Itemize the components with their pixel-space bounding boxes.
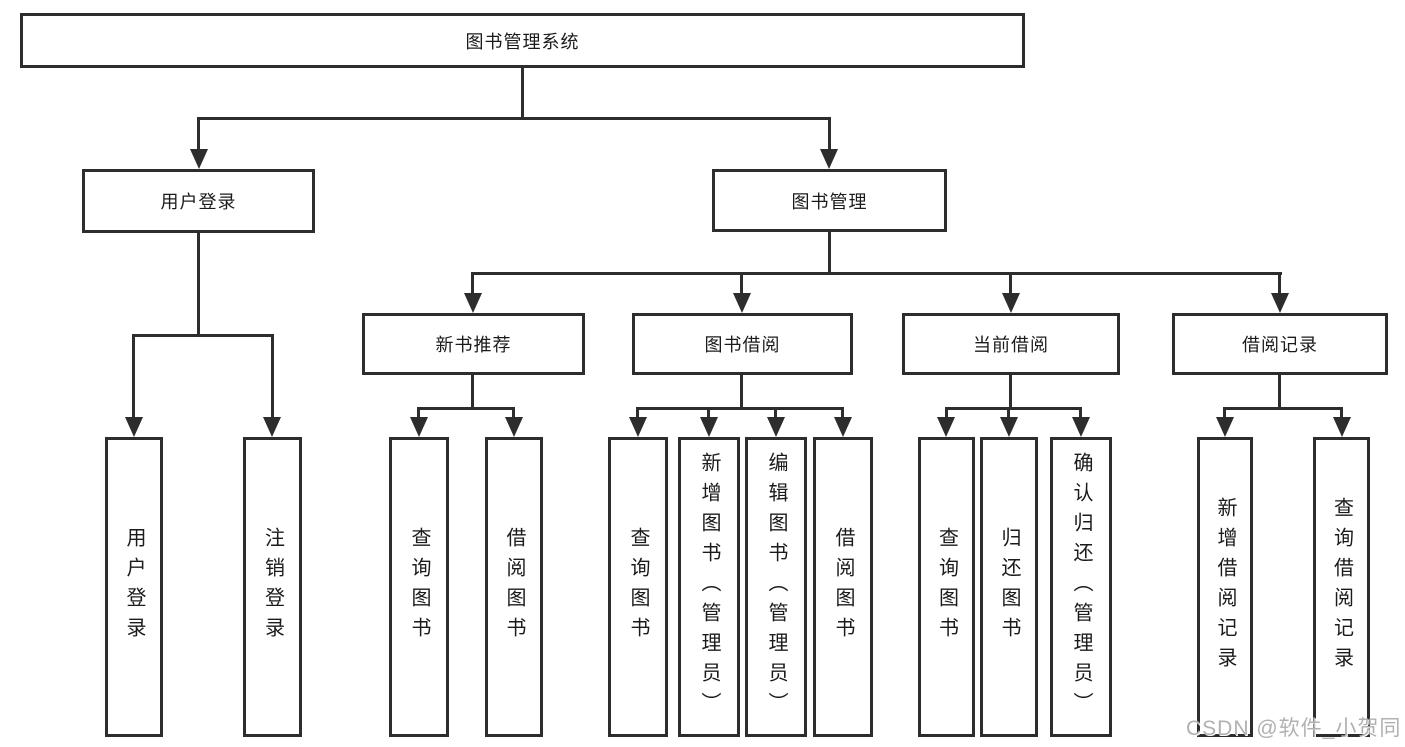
connector-arrowhead — [1072, 417, 1090, 437]
connector-arrowhead — [937, 417, 955, 437]
connector-arrowhead — [700, 417, 718, 437]
connector-vline — [1009, 272, 1012, 294]
node-label: 新书推荐 — [435, 335, 512, 355]
connector-vline — [512, 407, 515, 418]
connector-vline — [828, 230, 831, 275]
connector-arrowhead — [820, 149, 838, 169]
connector-vline — [1278, 272, 1281, 294]
connector-arrowhead — [1271, 293, 1289, 313]
connector-vline — [945, 407, 948, 418]
connector-hline — [471, 272, 1282, 275]
connector-vline — [1340, 407, 1343, 418]
connector-vline — [417, 407, 420, 418]
node-label: 注销登录 — [261, 527, 284, 647]
connector-hline — [197, 117, 831, 120]
connector-vline — [197, 231, 200, 335]
node-return-books: 归还图书 — [980, 437, 1038, 737]
node-query-books-recommendation: 查询图书 — [389, 437, 449, 737]
connector-arrowhead — [263, 417, 281, 437]
node-book-borrowing: 图书借阅 — [632, 313, 853, 375]
node-logout: 注销登录 — [243, 437, 302, 737]
node-label: 新增借阅记录 — [1214, 497, 1236, 677]
connector-vline — [740, 373, 743, 410]
connector-hline — [636, 407, 844, 410]
node-user-login: 用户登录 — [82, 169, 315, 233]
node-borrowing-records: 借阅记录 — [1172, 313, 1388, 375]
connector-arrowhead — [410, 417, 428, 437]
node-borrow-books-recommendation: 借阅图书 — [485, 437, 543, 737]
node-label: 查询图书 — [627, 527, 649, 647]
connector-arrowhead — [1216, 417, 1234, 437]
node-borrow-books: 借阅图书 — [813, 437, 873, 737]
connector-vline — [471, 272, 474, 294]
node-confirm-return-admin: 确认归还（管理员） — [1050, 437, 1112, 737]
connector-vline — [1079, 407, 1082, 418]
node-label: 查询借阅记录 — [1330, 497, 1353, 677]
node-query-books-current: 查询图书 — [918, 437, 975, 737]
node-label: 确认归还（管理员） — [1070, 452, 1092, 722]
node-current-borrowing: 当前借阅 — [902, 313, 1120, 375]
node-label: 图书管理 — [791, 191, 868, 212]
connector-vline — [1278, 373, 1281, 410]
connector-vline — [841, 407, 844, 418]
node-add-books-admin: 新增图书（管理员） — [678, 437, 740, 737]
connector-arrowhead — [1002, 293, 1020, 313]
connector-vline — [521, 66, 524, 117]
node-label: 编辑图书（管理员） — [765, 452, 787, 722]
connector-vline — [197, 117, 200, 150]
node-label: 当前借阅 — [973, 335, 1049, 355]
node-label: 归还图书 — [998, 527, 1020, 647]
node-user-login-leaf: 用户登录 — [105, 437, 163, 737]
connector-vline — [636, 407, 639, 418]
connector-arrowhead — [767, 417, 785, 437]
node-label: 新增图书（管理员） — [698, 452, 720, 722]
connector-arrowhead — [733, 293, 751, 313]
connector-vline — [828, 117, 831, 150]
node-query-borrow-record: 查询借阅记录 — [1313, 437, 1370, 737]
connector-arrowhead — [464, 293, 482, 313]
connector-arrowhead — [190, 149, 208, 169]
connector-vline — [132, 334, 135, 418]
node-label: 借阅图书 — [503, 527, 525, 647]
node-new-book-recommendation: 新书推荐 — [362, 313, 585, 375]
node-library-management-system: 图书管理系统 — [20, 13, 1025, 68]
connector-arrowhead — [505, 417, 523, 437]
node-label: 用户登录 — [160, 192, 237, 212]
connector-hline — [132, 334, 274, 337]
node-label: 查询图书 — [935, 527, 958, 647]
node-book-management: 图书管理 — [712, 169, 947, 232]
node-label: 用户登录 — [123, 527, 145, 647]
connector-vline — [774, 407, 777, 418]
connector-hline — [945, 407, 1082, 410]
node-label: 图书管理系统 — [465, 31, 580, 52]
connector-vline — [471, 373, 474, 410]
connector-hline — [417, 407, 515, 410]
connector-arrowhead — [1333, 417, 1351, 437]
connector-arrowhead — [1000, 417, 1018, 437]
node-label: 借阅图书 — [832, 527, 854, 647]
node-label: 借阅记录 — [1242, 335, 1318, 355]
connector-arrowhead — [629, 417, 647, 437]
node-edit-books-admin: 编辑图书（管理员） — [745, 437, 807, 737]
node-query-books-borrowing: 查询图书 — [608, 437, 668, 737]
connector-arrowhead — [834, 417, 852, 437]
connector-vline — [707, 407, 710, 418]
connector-hline — [1223, 407, 1343, 410]
connector-vline — [271, 334, 274, 418]
node-label: 查询图书 — [408, 527, 430, 647]
connector-vline — [740, 272, 743, 294]
connector-vline — [1223, 407, 1226, 418]
connector-arrowhead — [125, 417, 143, 437]
watermark: CSDN @软件_小贺同学 — [1186, 717, 1402, 740]
connector-vline — [1009, 373, 1012, 410]
node-label: 图书借阅 — [704, 335, 781, 355]
node-add-borrow-record: 新增借阅记录 — [1197, 437, 1253, 737]
connector-vline — [1007, 407, 1010, 418]
